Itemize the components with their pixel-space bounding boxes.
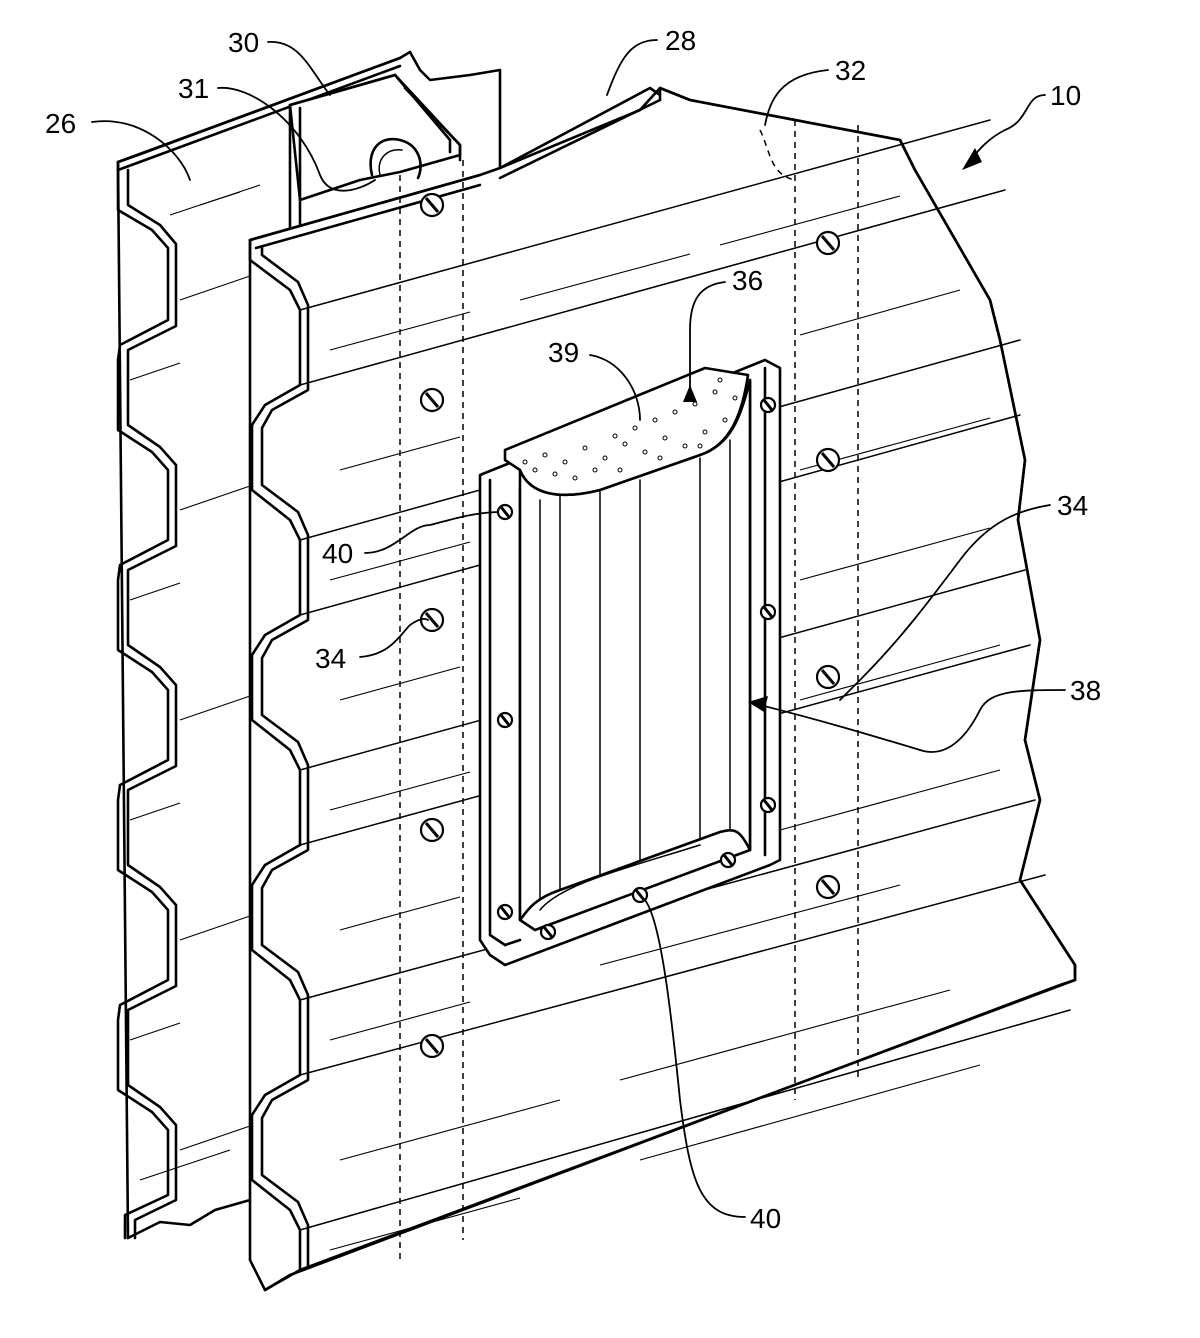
leader-lines	[91, 39, 1066, 1218]
frame-fastener	[719, 851, 737, 869]
channel-member	[288, 73, 462, 252]
insert-frame	[478, 358, 782, 967]
frame-fastener	[496, 503, 514, 521]
frame-fastener	[759, 603, 777, 621]
label-31: 31	[178, 73, 209, 104]
label-10: 10	[1050, 80, 1081, 111]
fastener	[419, 387, 445, 413]
fastener	[419, 817, 445, 843]
label-36: 36	[732, 265, 763, 296]
fastener	[419, 607, 445, 633]
frame-fastener	[631, 886, 649, 904]
label-40-left: 40	[322, 538, 353, 569]
label-26: 26	[45, 108, 76, 139]
frame-fastener	[496, 903, 514, 921]
label-34-left: 34	[315, 643, 346, 674]
label-32: 32	[835, 55, 866, 86]
fastener	[419, 1033, 445, 1059]
label-40-bottom: 40	[750, 1203, 781, 1234]
label-28: 28	[665, 25, 696, 56]
hidden-stud-lines	[399, 120, 859, 1260]
fastener	[815, 874, 841, 900]
label-30: 30	[228, 27, 259, 58]
fastener	[419, 192, 445, 218]
label-38: 38	[1070, 675, 1101, 706]
label-34-right: 34	[1057, 490, 1088, 521]
label-39: 39	[548, 337, 579, 368]
fastener	[815, 447, 841, 473]
frame-fastener	[539, 923, 557, 941]
fastener	[815, 230, 841, 256]
particulate-fill	[522, 377, 738, 481]
fastener	[815, 664, 841, 690]
fasteners	[419, 192, 841, 1059]
reference-labels: 10 26 28 30 31 32 34 34 36 38 39 40 40	[45, 25, 1101, 1234]
frame-fastener	[759, 396, 777, 414]
frame-fastener	[759, 796, 777, 814]
frame-fastener	[496, 711, 514, 729]
